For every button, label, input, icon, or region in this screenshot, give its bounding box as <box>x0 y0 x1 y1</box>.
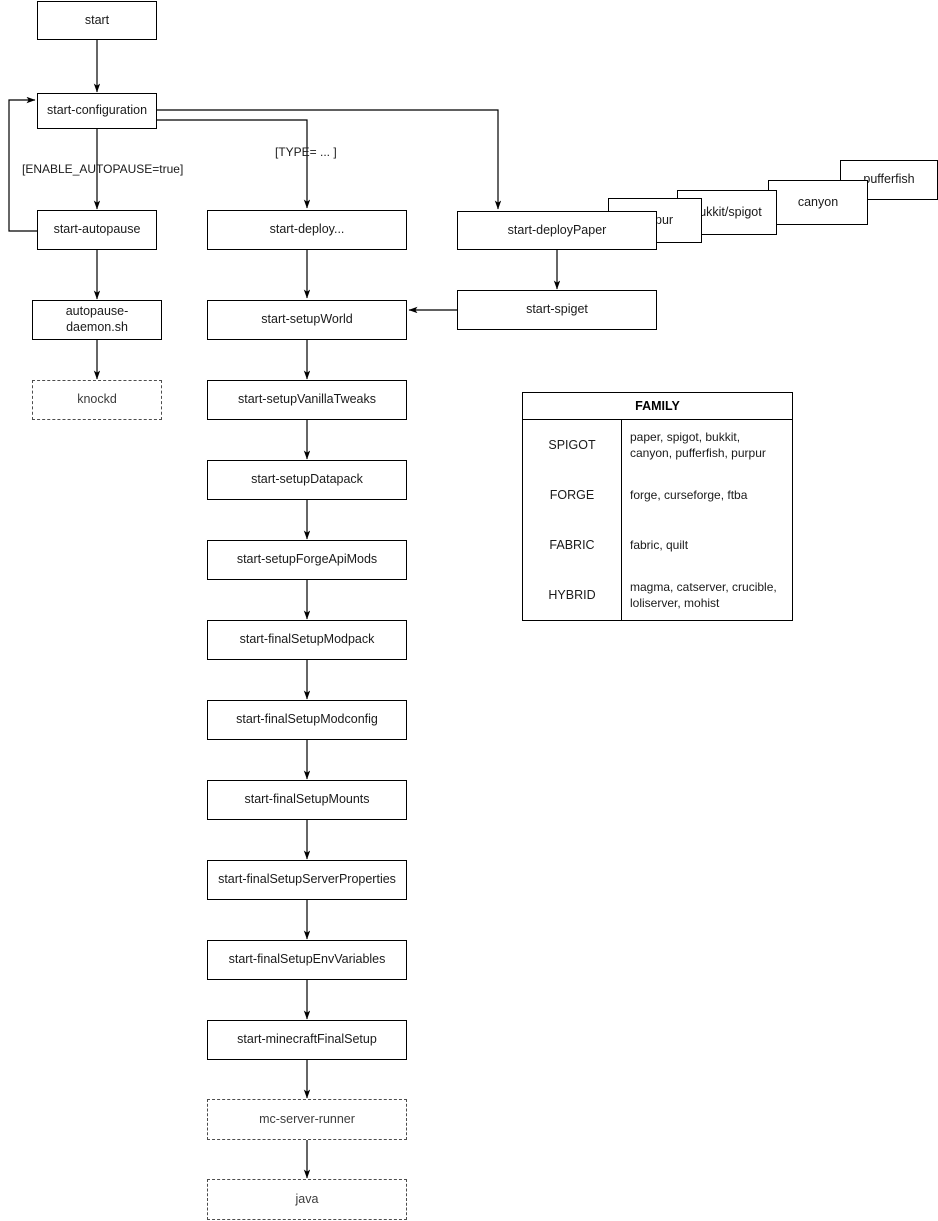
family-table-grid: FAMILY SPIGOT paper, spigot, bukkit, can… <box>523 393 792 620</box>
node-start-final-setup-modpack[interactable]: start-finalSetupModpack <box>207 620 407 660</box>
node-start-label: start <box>84 12 110 27</box>
node-java[interactable]: java <box>207 1179 407 1220</box>
node-start-minecraft-final-setup[interactable]: start-minecraftFinalSetup <box>207 1020 407 1060</box>
node-start-autopause-label: start-autopause <box>53 222 141 237</box>
family-table-header: FAMILY <box>523 393 792 420</box>
family-key-spigot: SPIGOT <box>523 419 622 470</box>
node-start-final-setup-server-properties-label: start-finalSetupServerProperties <box>218 872 396 887</box>
node-knockd[interactable]: knockd <box>32 380 162 420</box>
edge-label-enable-autopause: [ENABLE_AUTOPAUSE=true] <box>22 162 183 176</box>
node-start-final-setup-modpack-label: start-finalSetupModpack <box>239 632 375 647</box>
family-table-header-row: FAMILY <box>523 393 792 420</box>
node-start-setup-datapack[interactable]: start-setupDatapack <box>207 460 407 500</box>
edge-label-enable-autopause-text: [ENABLE_AUTOPAUSE=true] <box>22 162 184 176</box>
node-start-autopause[interactable]: start-autopause <box>37 210 157 250</box>
node-java-label: java <box>295 1191 319 1206</box>
node-start-setup-world[interactable]: start-setupWorld <box>207 300 407 340</box>
table-row: HYBRID magma, catserver, crucible, lolis… <box>523 569 792 620</box>
node-start-final-setup-env-variables[interactable]: start-finalSetupEnvVariables <box>207 940 407 980</box>
table-row: FORGE forge, curseforge, ftba <box>523 469 792 520</box>
node-start-deploy-paper[interactable]: start-deployPaper <box>457 211 657 250</box>
node-start-setup-forge-api-mods[interactable]: start-setupForgeApiMods <box>207 540 407 580</box>
node-start-spiget[interactable]: start-spiget <box>457 290 657 330</box>
node-bukkit-spigot-label: bukkit/spigot <box>692 204 762 219</box>
edge-label-type-text: [TYPE= ... ] <box>275 145 337 159</box>
family-key-hybrid: HYBRID <box>523 569 622 620</box>
node-mc-server-runner[interactable]: mc-server-runner <box>207 1099 407 1140</box>
node-start-final-setup-modconfig[interactable]: start-finalSetupModconfig <box>207 700 407 740</box>
node-start-final-setup-modconfig-label: start-finalSetupModconfig <box>236 712 378 727</box>
node-mc-server-runner-label: mc-server-runner <box>259 1111 355 1126</box>
node-start-final-setup-mounts-label: start-finalSetupMounts <box>244 792 370 807</box>
node-canyon-label: canyon <box>797 194 839 209</box>
node-start-final-setup-env-variables-label: start-finalSetupEnvVariables <box>228 952 386 967</box>
family-table: FAMILY SPIGOT paper, spigot, bukkit, can… <box>522 392 793 621</box>
node-canyon[interactable]: canyon <box>768 180 868 225</box>
node-pufferfish-label: pufferfish <box>863 172 915 187</box>
node-start-deploy-paper-label: start-deployPaper <box>507 222 607 237</box>
node-start-configuration-label: start-configuration <box>46 103 148 118</box>
node-start-configuration[interactable]: start-configuration <box>37 93 157 129</box>
family-table-body: SPIGOT paper, spigot, bukkit, canyon, pu… <box>523 419 792 620</box>
node-start-spiget-label: start-spiget <box>526 302 588 317</box>
node-start-final-setup-server-properties[interactable]: start-finalSetupServerProperties <box>207 860 407 900</box>
node-start-setup-forge-api-mods-label: start-setupForgeApiMods <box>236 552 378 567</box>
node-start-setup-datapack-label: start-setupDatapack <box>251 472 363 487</box>
family-key-fabric: FABRIC <box>523 519 622 570</box>
node-start-final-setup-mounts[interactable]: start-finalSetupMounts <box>207 780 407 820</box>
table-row: SPIGOT paper, spigot, bukkit, canyon, pu… <box>523 419 792 470</box>
family-key-forge: FORGE <box>523 469 622 520</box>
node-start-deploy-label: start-deploy... <box>269 222 345 237</box>
node-start-setup-vanilla-tweaks[interactable]: start-setupVanillaTweaks <box>207 380 407 420</box>
family-value-hybrid: magma, catserver, crucible, loliserver, … <box>630 579 777 610</box>
table-row: FABRIC fabric, quilt <box>523 519 792 570</box>
edge-configuration-to-deploypaper <box>157 109 502 210</box>
node-start-deploy[interactable]: start-deploy... <box>207 210 407 250</box>
node-start-setup-vanilla-tweaks-label: start-setupVanillaTweaks <box>237 392 377 407</box>
node-autopause-daemon[interactable]: autopause-daemon.sh <box>32 300 162 340</box>
node-knockd-label: knockd <box>77 392 117 407</box>
edge-label-type: [TYPE= ... ] <box>275 145 337 159</box>
node-start-setup-world-label: start-setupWorld <box>261 312 353 327</box>
node-autopause-daemon-label: autopause-daemon.sh <box>65 304 129 334</box>
node-start[interactable]: start <box>37 1 157 40</box>
family-value-fabric: fabric, quilt <box>630 537 689 552</box>
node-start-minecraft-final-setup-label: start-minecraftFinalSetup <box>237 1032 377 1047</box>
family-value-spigot: paper, spigot, bukkit, canyon, pufferfis… <box>630 429 766 460</box>
family-value-forge: forge, curseforge, ftba <box>630 487 748 502</box>
